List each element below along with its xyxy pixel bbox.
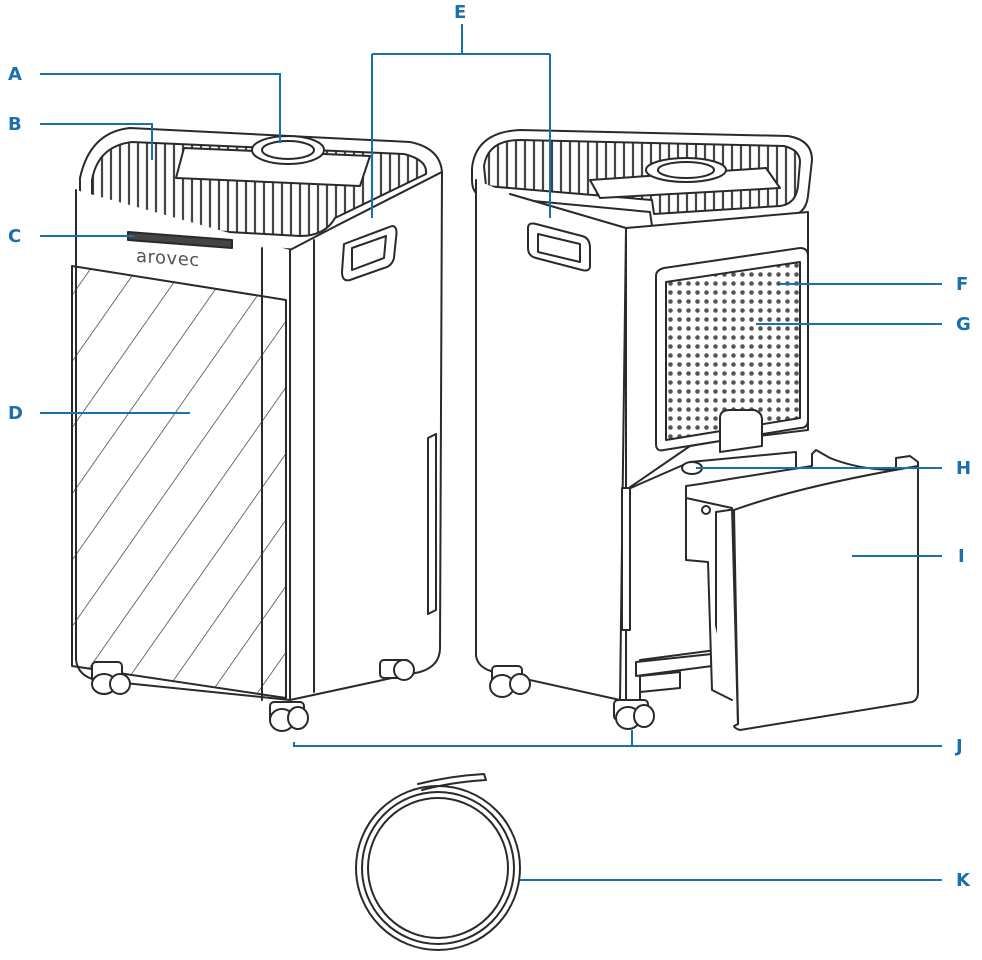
air-outlet-slot <box>127 231 233 249</box>
back-unit <box>471 129 919 731</box>
label-d: D <box>8 403 23 424</box>
caster-wheels-back <box>489 665 655 730</box>
callout-lines <box>40 24 942 881</box>
front-unit <box>71 127 443 732</box>
brand-logo: arovec <box>136 245 200 272</box>
label-c: C <box>8 226 22 247</box>
front-filter-panel <box>71 265 287 699</box>
label-e: E <box>454 2 467 23</box>
label-i: I <box>958 546 965 567</box>
label-k: K <box>956 870 970 891</box>
label-f: F <box>956 274 969 295</box>
drain-hose <box>355 773 521 951</box>
caster-wheels-front <box>91 659 415 732</box>
label-b: B <box>8 114 22 135</box>
rear-filter-mesh <box>665 261 801 441</box>
water-tank <box>685 449 919 731</box>
label-j: J <box>956 736 963 757</box>
label-g: G <box>956 314 971 335</box>
label-h: H <box>956 458 972 479</box>
label-a: A <box>8 64 22 85</box>
